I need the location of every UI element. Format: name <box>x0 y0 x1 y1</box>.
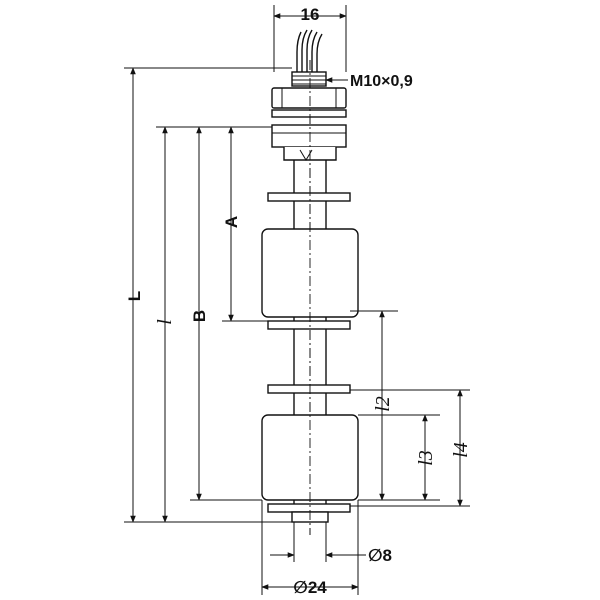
rod-diameter-label: ∅8 <box>368 546 392 565</box>
length-a-dimension: A <box>222 126 241 322</box>
float-diameter-label: ∅24 <box>293 578 327 597</box>
length-l4-label: l4 <box>450 442 472 458</box>
length-b-dimension: B <box>190 126 209 501</box>
rod-diameter-dimension: ∅8 <box>270 522 392 565</box>
length-l2-dimension: l2 <box>372 310 394 501</box>
mounting-base <box>271 124 347 161</box>
hex-nut <box>271 87 347 118</box>
cable-wires <box>296 29 323 72</box>
float-diameter-dimension: ∅24 <box>261 500 359 597</box>
length-l3-dimension: l3 <box>415 414 437 501</box>
length-l2-label: l2 <box>372 396 394 412</box>
total-length-label: L <box>125 291 144 301</box>
length-b-label: B <box>190 310 209 322</box>
length-l3-label: l3 <box>415 450 437 466</box>
length-l4-dimension: l4 <box>450 389 472 507</box>
top-width-dimension: 16 <box>273 5 347 72</box>
length-l-label: l <box>154 319 176 325</box>
top-width-label: 16 <box>301 5 320 24</box>
length-a-label: A <box>222 216 241 228</box>
total-length-dimension: L <box>125 67 144 523</box>
thread-callout: M10×0,9 <box>325 73 413 90</box>
stop-rings <box>267 192 351 513</box>
thread-label: M10×0,9 <box>350 73 413 90</box>
length-l-dimension: l <box>154 126 176 523</box>
threaded-stud <box>291 71 327 87</box>
